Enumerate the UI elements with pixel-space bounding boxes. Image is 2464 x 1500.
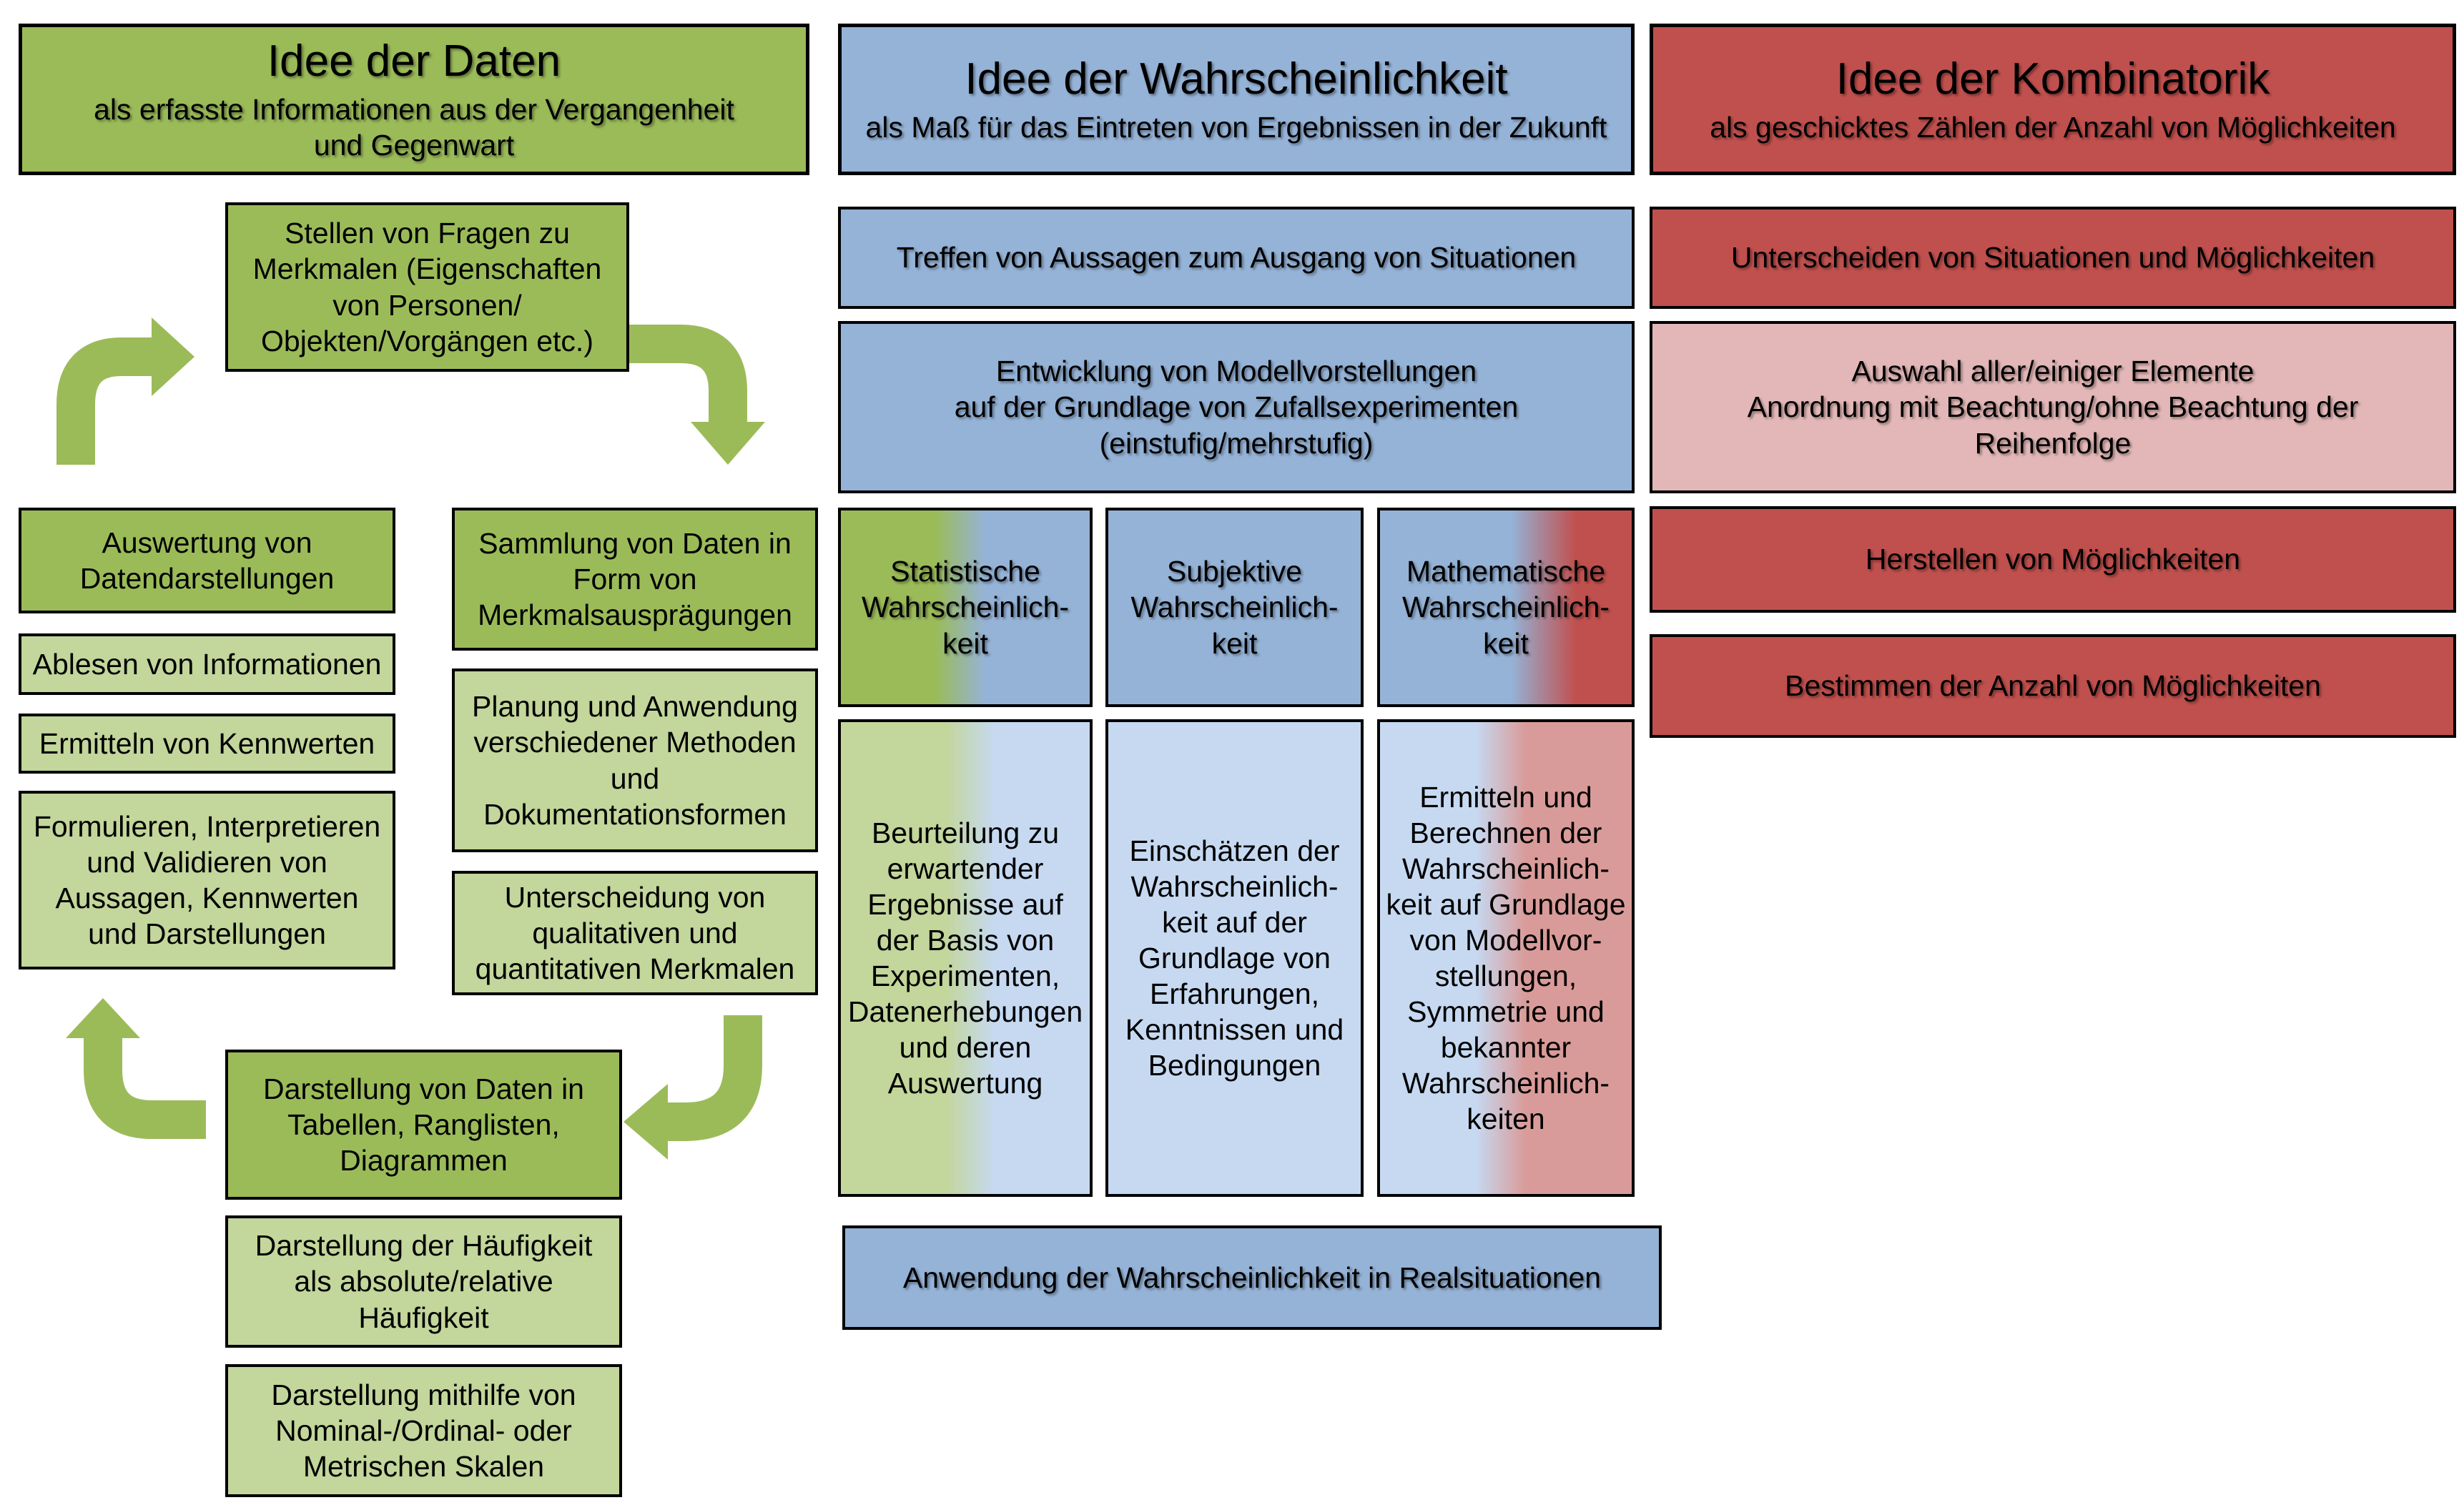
box-unterscheiden-situationen: Unterscheiden von Situationen und Möglic… xyxy=(1650,207,2456,309)
box-auswahl-elemente: Auswahl aller/einiger Elemente Anordnung… xyxy=(1650,321,2456,493)
box-statistische-wahrscheinlichkeit-label: Statistische Wahrscheinlich- keit xyxy=(861,555,1070,660)
box-subjektive-wahrscheinlichkeit: Subjektive Wahrscheinlich- keit xyxy=(1105,508,1364,707)
box-mathematische-wahrscheinlichkeit: Mathematische Wahrscheinlich- keit xyxy=(1377,508,1635,707)
daten-header-subtitle: als erfasste Informationen aus der Verga… xyxy=(94,93,734,162)
box-formulieren: Formulieren, Interpretieren und Validier… xyxy=(19,791,395,969)
box-ermitteln-kennwerte: Ermitteln von Kennwerten xyxy=(19,714,395,774)
box-skalen-label: Darstellung mithilfe von Nominal-/Ordina… xyxy=(271,1378,576,1483)
box-statistische-wahrscheinlichkeit: Statistische Wahrscheinlich- keit xyxy=(838,508,1093,707)
box-sammlung: Sammlung von Daten in Form von Merkmalsa… xyxy=(452,508,818,651)
box-haeufigkeit-label: Darstellung der Häufigkeit als absolute/… xyxy=(255,1229,593,1334)
box-treffen-aussagen: Treffen von Aussagen zum Ausgang von Sit… xyxy=(838,207,1635,309)
box-herstellen-moeglichkeiten: Herstellen von Möglichkeiten xyxy=(1650,506,2456,613)
daten-header: Idee der Daten als erfasste Informatione… xyxy=(19,24,809,175)
box-planung-label: Planung und Anwendung verschiedener Meth… xyxy=(472,690,798,831)
wahrscheinlichkeit-header: Idee der Wahrscheinlichkeit als Maß für … xyxy=(838,24,1635,175)
box-ablesen: Ablesen von Informationen xyxy=(19,633,395,695)
box-einschaetzen-wahrscheinlichkeit: Einschätzen der Wahrscheinlich- keit auf… xyxy=(1105,719,1364,1197)
box-herstellen-moeglichkeiten-label: Herstellen von Möglichkeiten xyxy=(1865,543,2241,576)
box-ermitteln-berechnen-wahrscheinlichkeit-label: Ermitteln und Berechnen der Wahrscheinli… xyxy=(1386,780,1626,1136)
box-auswertung-label: Auswertung von Datendarstellungen xyxy=(79,526,335,595)
box-unterscheidung-merkmale-label: Unterscheidung von qualitativen und quan… xyxy=(475,880,795,985)
box-entwicklung-modellvorstellungen-label: Entwicklung von Modellvorstellungen auf … xyxy=(954,355,1519,460)
box-darstellung-daten-label: Darstellung von Daten in Tabellen, Rangl… xyxy=(263,1072,584,1177)
wahrscheinlichkeit-header-subtitle: als Maß für das Eintreten von Ergebnisse… xyxy=(865,111,1607,144)
box-anwendung-realsituationen: Anwendung der Wahrscheinlichkeit in Real… xyxy=(842,1225,1662,1330)
kombinatorik-header: Idee der Kombinatorik als geschicktes Zä… xyxy=(1650,24,2456,175)
box-formulieren-label: Formulieren, Interpretieren und Validier… xyxy=(33,809,381,951)
box-einschaetzen-wahrscheinlichkeit-label: Einschätzen der Wahrscheinlich- keit auf… xyxy=(1125,834,1344,1082)
box-bestimmen-anzahl: Bestimmen der Anzahl von Möglichkeiten xyxy=(1650,634,2456,738)
box-unterscheidung-merkmale: Unterscheidung von qualitativen und quan… xyxy=(452,871,818,995)
box-ermitteln-kennwerte-label: Ermitteln von Kennwerten xyxy=(39,726,375,760)
arrow-left-up-icon xyxy=(66,998,206,1139)
box-entwicklung-modellvorstellungen: Entwicklung von Modellvorstellungen auf … xyxy=(838,321,1635,493)
kombinatorik-header-subtitle: als geschicktes Zählen der Anzahl von Mö… xyxy=(1710,111,2396,144)
box-auswahl-elemente-label: Auswahl aller/einiger Elemente Anordnung… xyxy=(1747,355,2359,460)
box-anwendung-realsituationen-label: Anwendung der Wahrscheinlichkeit in Real… xyxy=(902,1260,1602,1294)
arrow-down-left-icon xyxy=(624,1015,762,1160)
box-auswertung: Auswertung von Datendarstellungen xyxy=(19,508,395,613)
daten-header-title: Idee der Daten xyxy=(267,36,561,87)
arrow-right-down-icon xyxy=(624,325,765,465)
box-subjektive-wahrscheinlichkeit-label: Subjektive Wahrscheinlich- keit xyxy=(1130,555,1339,660)
box-beurteilung-ergebnisse-label: Beurteilung zu erwartender Ergebnisse au… xyxy=(847,816,1083,1100)
box-skalen: Darstellung mithilfe von Nominal-/Ordina… xyxy=(225,1364,622,1497)
box-darstellung-daten: Darstellung von Daten in Tabellen, Rangl… xyxy=(225,1050,622,1200)
wahrscheinlichkeit-header-title: Idee der Wahrscheinlichkeit xyxy=(965,54,1508,104)
box-ablesen-label: Ablesen von Informationen xyxy=(32,647,382,681)
box-bestimmen-anzahl-label: Bestimmen der Anzahl von Möglichkeiten xyxy=(1785,669,2321,703)
box-treffen-aussagen-label: Treffen von Aussagen zum Ausgang von Sit… xyxy=(896,241,1577,275)
arrow-up-right-icon xyxy=(56,317,194,465)
box-haeufigkeit: Darstellung der Häufigkeit als absolute/… xyxy=(225,1215,622,1348)
box-planung: Planung und Anwendung verschiedener Meth… xyxy=(452,668,818,852)
box-unterscheiden-situationen-label: Unterscheiden von Situationen und Möglic… xyxy=(1730,241,2375,275)
kombinatorik-header-title: Idee der Kombinatorik xyxy=(1835,54,2270,104)
box-ermitteln-berechnen-wahrscheinlichkeit: Ermitteln und Berechnen der Wahrscheinli… xyxy=(1377,719,1635,1197)
box-sammlung-label: Sammlung von Daten in Form von Merkmalsa… xyxy=(478,526,792,631)
box-beurteilung-ergebnisse: Beurteilung zu erwartender Ergebnisse au… xyxy=(838,719,1093,1197)
box-mathematische-wahrscheinlichkeit-label: Mathematische Wahrscheinlich- keit xyxy=(1401,555,1610,660)
box-stellen-von-fragen-label: Stellen von Fragen zu Merkmalen (Eigensc… xyxy=(252,217,602,357)
box-stellen-von-fragen: Stellen von Fragen zu Merkmalen (Eigensc… xyxy=(225,202,629,372)
